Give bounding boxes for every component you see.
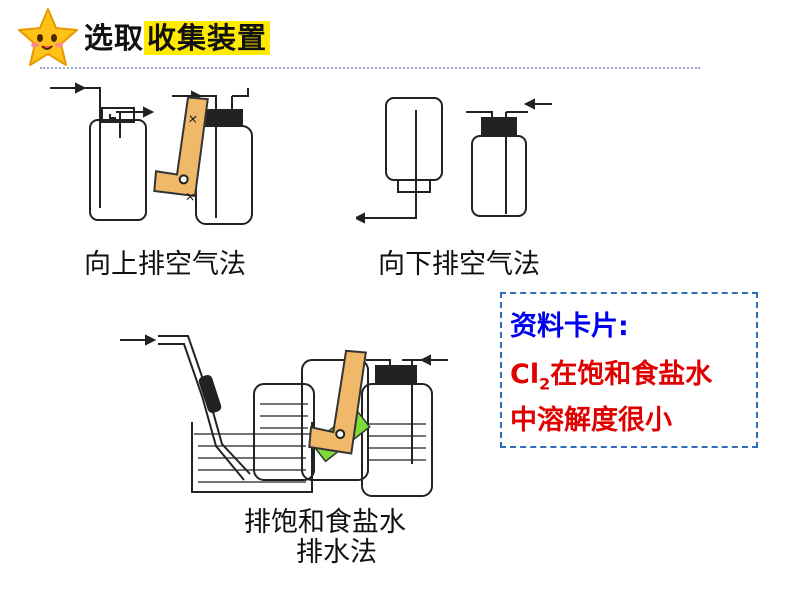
info-card-title: 资料卡片:: [510, 311, 629, 342]
chlorine-formula: Cl: [510, 359, 540, 390]
upward-air-caption: 向上排空气法: [84, 249, 246, 280]
title-highlight: 收集装置: [144, 21, 271, 55]
title-prefix: 选取: [84, 21, 145, 55]
info-card-line-1: Cl2在饱和食盐水: [510, 352, 712, 393]
saturated-brine-caption: 排饱和食盐水: [244, 507, 406, 538]
page-title: 选取收集装置: [84, 18, 271, 58]
info-card-line-2: 中溶解度很小: [510, 405, 672, 436]
chlorine-subscript: 2: [539, 374, 551, 394]
water-displacement-caption: 排水法: [296, 537, 377, 568]
checkmark-stamp-icon: + +: [153, 96, 209, 207]
upward-air-apparatus-figure: + +: [50, 82, 253, 225]
water-displacement-apparatus-figure: [120, 334, 448, 497]
downward-air-caption: 向下排空气法: [378, 249, 540, 280]
title-divider: [40, 67, 700, 69]
downward-air-apparatus-figure: [356, 97, 552, 224]
info-card: 资料卡片: Cl2在饱和食盐水 中溶解度很小: [500, 292, 758, 448]
info-card-line-1-rest: 在饱和食盐水: [550, 359, 713, 390]
checkmark-stamp-icon: [308, 349, 367, 455]
star-mascot-icon: [18, 8, 78, 66]
